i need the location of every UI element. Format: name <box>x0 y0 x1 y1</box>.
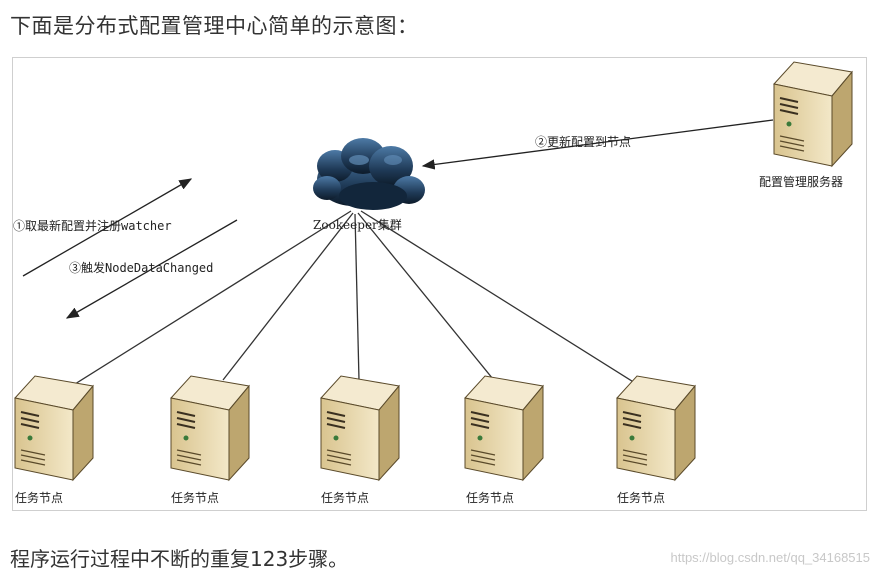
architecture-diagram: Zookeeper集群 配置管理服务器 ②更新配置到节点 ①取最新配置并注册wa… <box>13 61 853 505</box>
connector-node-4 <box>357 212 498 385</box>
connector-node-1 <box>74 210 352 385</box>
task-node-5-label: 任务节点 <box>617 490 665 505</box>
config-server-label: 配置管理服务器 <box>759 174 843 189</box>
step3-arrow <box>65 219 238 319</box>
config-server-icon <box>773 61 853 167</box>
zookeeper-cloud-icon <box>313 138 425 210</box>
task-node-3-label: 任务节点 <box>321 490 369 505</box>
step1-label: ①取最新配置并注册watcher <box>13 218 172 233</box>
task-node-4-server-icon <box>464 375 544 481</box>
connector-node-3 <box>354 213 360 381</box>
task-node-2-label: 任务节点 <box>171 490 219 505</box>
outro-text: 程序运行过程中不断的重复123步骤。 <box>10 547 349 571</box>
task-node-1-server-icon <box>14 375 94 481</box>
step2-arrow <box>421 119 774 170</box>
connector-node-5 <box>360 210 644 389</box>
diagram-frame: Zookeeper集群 配置管理服务器 ②更新配置到节点 ①取最新配置并注册wa… <box>12 57 867 511</box>
task-node-1-label: 任务节点 <box>15 490 63 505</box>
intro-text: 下面是分布式配置管理中心简单的示意图： <box>10 14 419 38</box>
step3-label: ③触发NodeDataChanged <box>69 260 213 275</box>
step1-arrow <box>22 178 193 277</box>
task-node-5-server-icon <box>616 375 696 481</box>
watermark: https://blog.csdn.net/qq_34168515 <box>670 550 871 565</box>
step2-label: ②更新配置到节点 <box>535 134 631 149</box>
task-node-3-server-icon <box>320 375 400 481</box>
task-node-2-server-icon <box>170 375 250 481</box>
connector-node-2 <box>222 212 354 381</box>
task-node-4-label: 任务节点 <box>466 490 514 505</box>
cluster-label: Zookeeper集群 <box>313 217 402 232</box>
